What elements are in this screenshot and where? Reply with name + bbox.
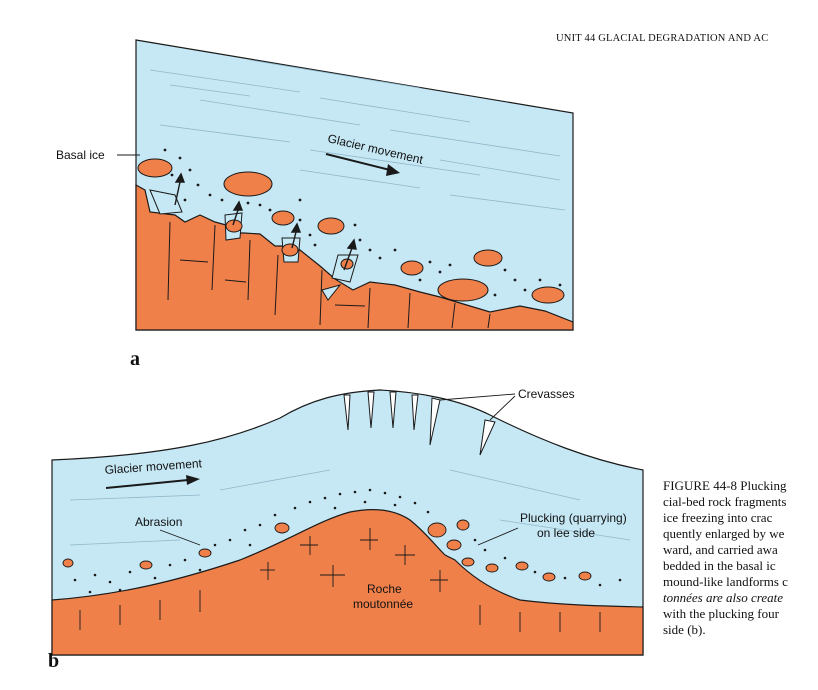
caption-line: with the plucking four	[663, 606, 818, 622]
panel-label-a: a	[130, 348, 140, 370]
caption-line: quently enlarged by we	[663, 526, 818, 542]
caption-line: bedded in the basal ic	[663, 558, 818, 574]
panel-label-b: b	[48, 650, 59, 672]
roche-label-line-1: Roche	[367, 582, 402, 596]
abrasion-label: Abrasion	[135, 515, 182, 529]
plucking-label-line-1: Plucking (quarrying)	[520, 511, 627, 525]
plucking-label-line-2: on lee side	[537, 526, 595, 540]
figure-a: Glacier movement Basal ice a	[56, 40, 573, 370]
caption-line: ward, and carried awa	[663, 542, 818, 558]
figure-b: Glacier movement Crevasses Abrasion Pluc…	[48, 387, 643, 672]
caption-line: FIGURE 44-8 Plucking	[663, 478, 818, 494]
caption-line: tonnées are also create	[663, 590, 818, 606]
caption-line: ice freezing into crac	[663, 510, 818, 526]
crevasses-label: Crevasses	[518, 387, 575, 401]
roche-label-line-2: moutonnée	[353, 597, 413, 611]
caption-line: mound-like landforms c	[663, 574, 818, 590]
caption-line: cial-bed rock fragments	[663, 494, 818, 510]
basal-ice-label: Basal ice	[56, 148, 105, 162]
figure-caption: FIGURE 44-8 Plucking cial-bed rock fragm…	[663, 478, 818, 638]
caption-line: side (b).	[663, 622, 818, 638]
